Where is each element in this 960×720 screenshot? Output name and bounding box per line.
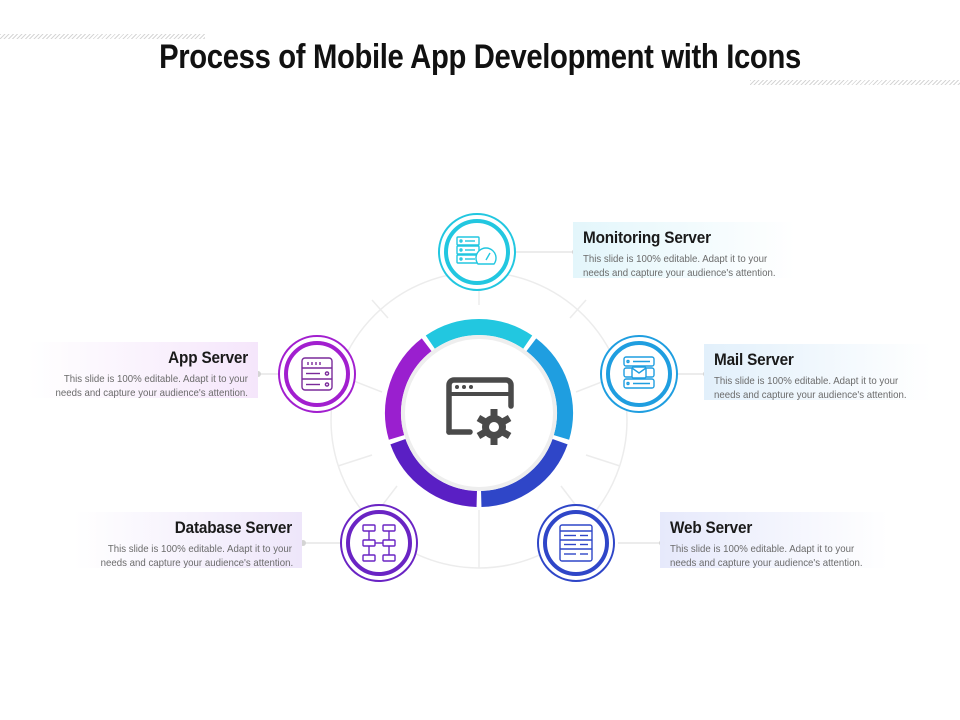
mail-server-icon — [623, 356, 655, 389]
card-title: Database Server — [174, 518, 292, 537]
web-server-icon — [559, 524, 593, 562]
card-description-line: needs and capture your audience's attent… — [714, 389, 907, 401]
card-description-line: This slide is 100% editable. Adapt it to… — [583, 253, 768, 265]
app-window-gear-icon — [446, 377, 514, 445]
card-description-line: needs and capture your audience's attent… — [670, 557, 863, 569]
card-description: This slide is 100% editable. Adapt it to… — [583, 252, 776, 280]
card-description-line: needs and capture your audience's attent… — [55, 387, 248, 399]
card-title: Monitoring Server — [583, 228, 711, 247]
decorative-hatch-top-right — [750, 80, 960, 85]
ring-segment — [385, 338, 432, 440]
monitoring-server-gauge-icon — [456, 236, 497, 265]
card-description-line: This slide is 100% editable. Adapt it to… — [714, 375, 899, 387]
ring-segment — [425, 319, 533, 349]
card-title: Web Server — [670, 518, 753, 537]
guide-spoke — [371, 299, 389, 319]
node-monitoring-server — [438, 213, 516, 291]
card-title: App Server — [168, 348, 248, 367]
node-database-server — [340, 504, 418, 582]
app-server-icon — [301, 357, 333, 391]
ring-segment — [390, 438, 478, 507]
card-description-line: This slide is 100% editable. Adapt it to… — [63, 373, 249, 385]
database-server-icon — [362, 524, 396, 562]
center-inner-disc — [401, 335, 557, 491]
card-mail-server: Mail Server This slide is 100% editable.… — [704, 344, 932, 402]
card-description: This slide is 100% editable. Adapt it to… — [670, 542, 863, 570]
node-mail-server — [600, 335, 678, 413]
card-monitoring-server: Monitoring Server This slide is 100% edi… — [573, 222, 795, 280]
page-title: Process of Mobile App Development with I… — [159, 38, 801, 76]
card-description-line: This slide is 100% editable. Adapt it to… — [107, 543, 292, 555]
card-description: This slide is 100% editable. Adapt it to… — [55, 372, 248, 400]
card-description-line: needs and capture your audience's attent… — [100, 557, 294, 569]
card-title: Mail Server — [714, 350, 794, 369]
ring-segment — [480, 438, 568, 507]
card-database-server: Database Server This slide is 100% edita… — [74, 512, 302, 570]
card-description-line: This slide is 100% editable. Adapt it to… — [670, 543, 855, 555]
guide-spoke — [337, 454, 373, 467]
card-description-line: needs and capture your audience's attent… — [583, 267, 776, 279]
node-app-server — [278, 335, 356, 413]
card-description: This slide is 100% editable. Adapt it to… — [714, 374, 907, 402]
card-web-server: Web Server This slide is 100% editable. … — [660, 512, 888, 570]
node-web-server — [537, 504, 615, 582]
guide-spoke — [585, 454, 621, 467]
center-ring — [385, 319, 573, 507]
card-app-server: App Server This slide is 100% editable. … — [28, 342, 258, 400]
ring-segment — [526, 338, 573, 440]
decorative-hatch-top-left — [0, 34, 205, 39]
guide-spoke — [569, 299, 587, 319]
card-description: This slide is 100% editable. Adapt it to… — [100, 542, 294, 570]
